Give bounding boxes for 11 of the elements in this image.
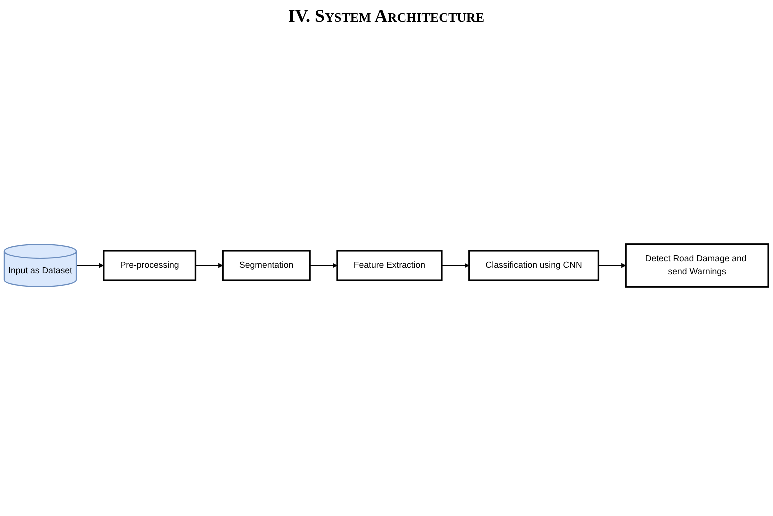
arrow	[598, 264, 626, 268]
node-box: Detect Road Damage and send Warnings	[625, 244, 770, 288]
arrow	[195, 264, 224, 268]
arrow	[76, 264, 104, 268]
diagram-title: IV. System Architecture	[287, 6, 486, 27]
node-box: Classification using CNN	[468, 250, 600, 282]
arrow	[442, 264, 470, 268]
node-box: Pre-processing	[103, 250, 197, 282]
node-box: Segmentation	[222, 250, 311, 282]
node-box: Feature Extraction	[336, 250, 443, 282]
arrow	[310, 264, 338, 268]
